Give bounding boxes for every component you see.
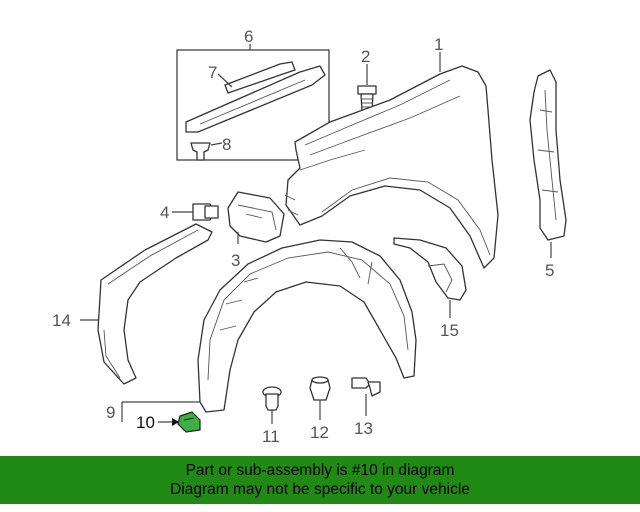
part-8-clip: [190, 142, 211, 161]
molding-kit-group: [176, 49, 330, 161]
part-9-fender-liner: [197, 239, 417, 413]
part-14-seal: [97, 223, 213, 385]
callout-13: 13: [354, 419, 373, 438]
callout-8: 8: [222, 135, 231, 154]
part-3-bracket: [227, 191, 285, 243]
callout-11: 11: [262, 427, 280, 446]
callout-12: 12: [310, 423, 329, 442]
callout-2: 2: [361, 47, 370, 66]
part-2-bolt: [357, 85, 377, 113]
callout-5: 5: [545, 261, 554, 280]
part-13-push-clip: [351, 377, 381, 397]
parts-diagram: 6 7 8 2 1 4 3 5 14 15 9 10 11 12 13: [52, 27, 567, 446]
callout-9: 9: [106, 403, 115, 422]
callout-14: 14: [52, 311, 71, 330]
callout-6: 6: [244, 27, 253, 46]
banner-line-part: Part or sub-assembly is #10 in diagram: [185, 462, 455, 479]
part-10-clip-highlighted: [177, 411, 201, 433]
callout-1: 1: [434, 35, 443, 54]
part-11-screw: [262, 386, 282, 411]
callout-3: 3: [231, 251, 240, 270]
callout-4: 4: [160, 203, 169, 222]
callout-7: 7: [208, 63, 217, 82]
part-4-bolt: [192, 203, 219, 221]
part-info-banner: Part or sub-assembly is #10 in diagram D…: [0, 456, 640, 504]
part-7-molding-strip: [224, 61, 296, 94]
part-5-bracket: [529, 69, 567, 241]
part-12-nut: [309, 376, 331, 401]
banner-line-disclaimer: Diagram may not be specific to your vehi…: [170, 481, 470, 498]
part-15-splash-shield: [393, 237, 467, 301]
callout-15: 15: [440, 321, 459, 340]
part-1-fender: [284, 65, 499, 269]
callout-10: 10: [136, 413, 155, 432]
